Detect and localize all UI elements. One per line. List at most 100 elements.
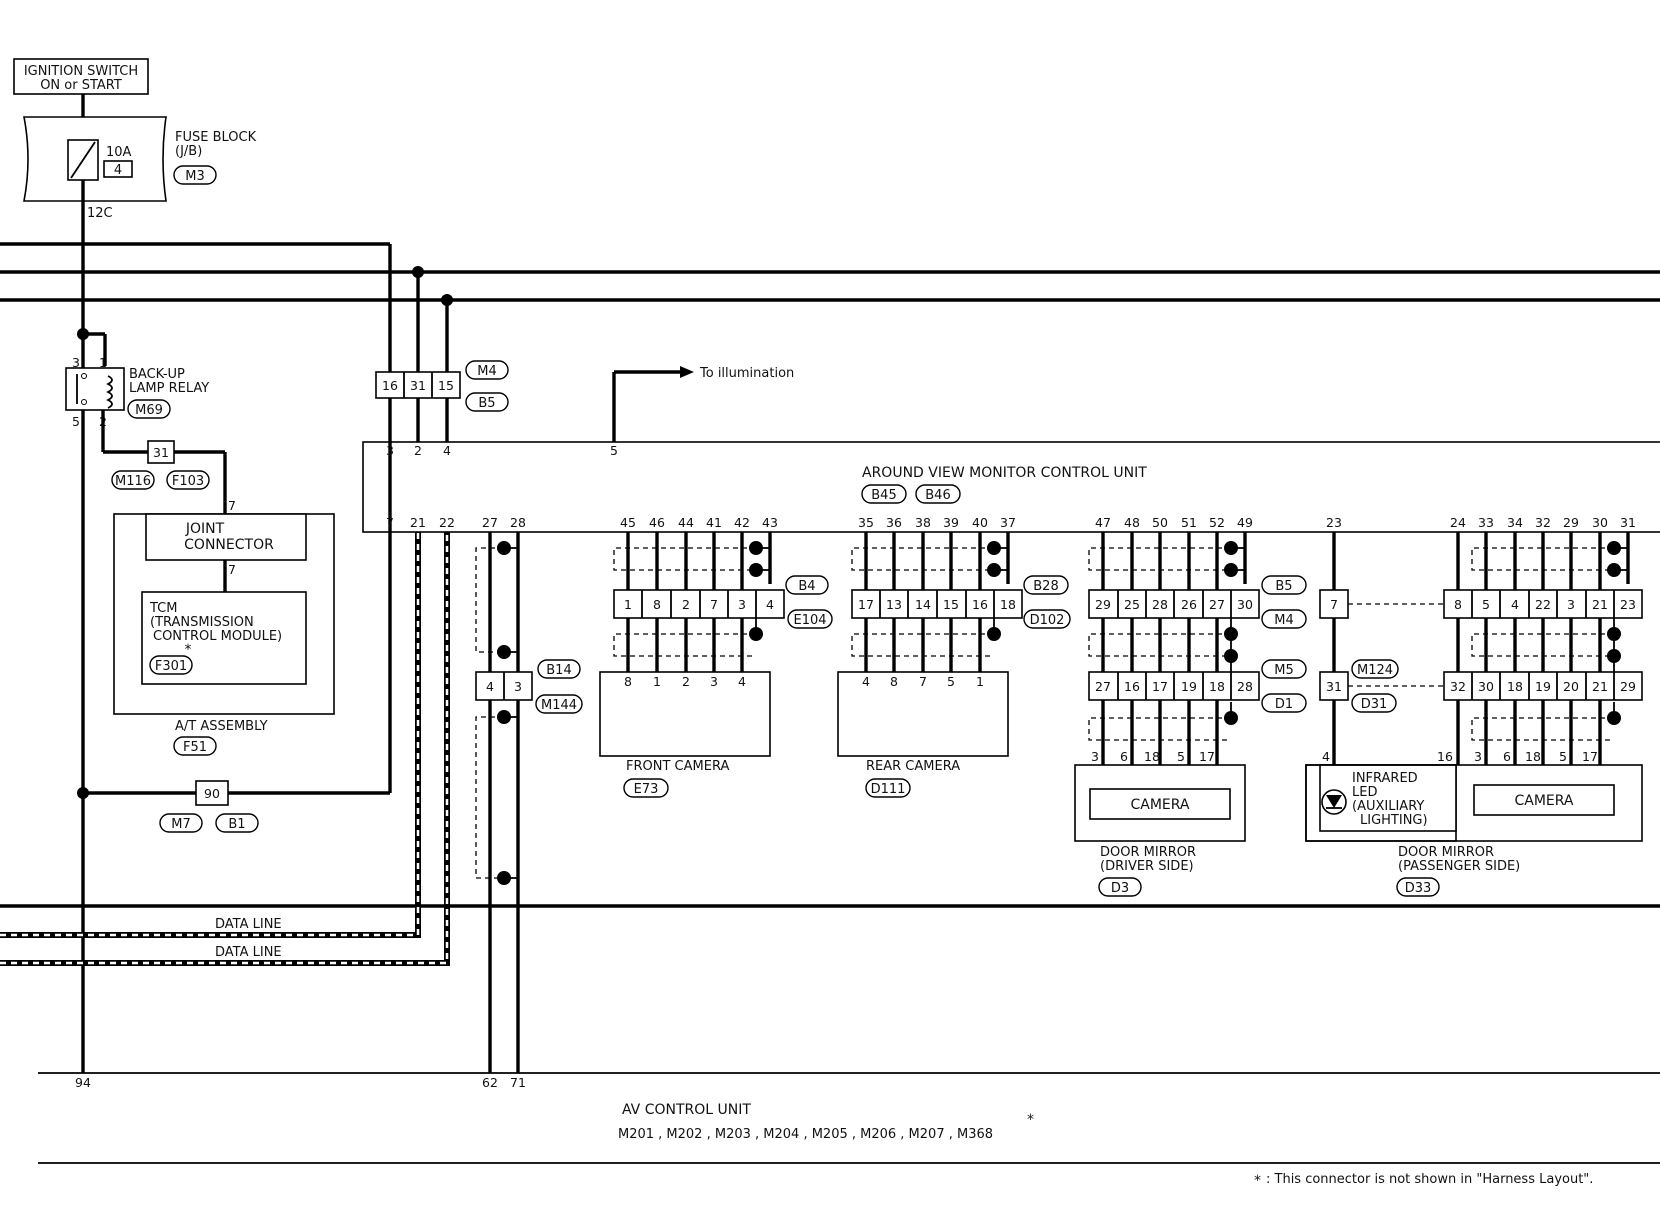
pass-bottom-pin-6: 6: [1503, 749, 1511, 764]
door-mirror-passenger: 24 33 34 32 29 30 31 8 5 4 22 3 21 23 32…: [1305, 515, 1643, 897]
driver-mid1-pin-27: 27: [1209, 597, 1225, 612]
pass-mid2-pin-19: 19: [1535, 679, 1551, 694]
fuse-number: 4: [114, 163, 122, 178]
av-pin-94: 94: [75, 1075, 91, 1090]
pass-mid2-pin-30: 30: [1478, 679, 1494, 694]
ir-mid1-pin-7: 7: [1330, 597, 1338, 612]
connector-f51: F51: [183, 740, 207, 755]
rear-cam-pin-4: 4: [862, 674, 870, 689]
ir-bottom-pin-4: 4: [1322, 749, 1330, 764]
connector-b5-driver: B5: [1275, 579, 1292, 594]
driver-avm-pin-50: 50: [1152, 515, 1168, 530]
tcm-label-3: CONTROL MODULE): [153, 629, 282, 644]
av-video-lines: 4 3 B14 M144: [475, 532, 583, 1073]
driver-mid1-pin-25: 25: [1124, 597, 1140, 612]
rear-mid-pin-13: 13: [886, 597, 902, 612]
front-avm-pin-42: 42: [734, 515, 750, 530]
driver-mid1-pin-28: 28: [1152, 597, 1168, 612]
connector-b45: B45: [871, 488, 896, 503]
front-mid-pin-2: 2: [682, 597, 690, 612]
connector-m4: M4: [477, 364, 497, 379]
harness-m4-b5: 16 31 15 M4 B5: [375, 272, 509, 442]
avm-top-pin-3: 3: [386, 443, 394, 458]
connector-m69: M69: [135, 403, 163, 418]
ir-label-1: INFRARED: [1352, 771, 1418, 786]
door-mirror-driver: 47 48 50 51 52 49 29 25 28 26 27 30 27 1…: [1074, 515, 1307, 897]
rear-avm-pin-39: 39: [943, 515, 959, 530]
connector-m5: M5: [1274, 663, 1294, 678]
pass-bottom-pin-5: 5: [1559, 749, 1567, 764]
b14-pin-4: 4: [486, 679, 494, 694]
rear-avm-pin-40: 40: [972, 515, 988, 530]
pass-avm-pin-32: 32: [1535, 515, 1551, 530]
front-cam-pin-8: 8: [624, 674, 632, 689]
front-avm-pin-41: 41: [706, 515, 722, 530]
pass-mid2-pin-20: 20: [1563, 679, 1579, 694]
connector-e73: E73: [634, 782, 659, 797]
pass-avm-pin-24: 24: [1450, 515, 1466, 530]
joint-label-1: JOINT: [185, 521, 225, 537]
front-mid-pin-3: 3: [738, 597, 746, 612]
data-line-label-1: DATA LINE: [215, 917, 282, 932]
fuse-block-label-1: FUSE BLOCK: [175, 130, 257, 145]
ignition-label-1: IGNITION SWITCH: [24, 64, 138, 79]
ir-avm-pin-23: 23: [1326, 515, 1342, 530]
fuse-rating: 10A: [106, 145, 132, 160]
driver-mid2-pin-17: 17: [1152, 679, 1168, 694]
tcm-asterisk: *: [185, 642, 192, 658]
b1-pin-90: 90: [204, 786, 220, 801]
joint-label-2: CONNECTOR: [184, 537, 274, 553]
door-mirror-pass-label-2: (PASSENGER SIDE): [1398, 859, 1520, 874]
relay-label-2: LAMP RELAY: [129, 381, 209, 396]
ignition-wire: [77, 94, 390, 1073]
connector-d3: D3: [1111, 881, 1129, 896]
ir-label-4: LIGHTING): [1360, 813, 1428, 828]
avm-title: AROUND VIEW MONITOR CONTROL UNIT: [862, 465, 1147, 481]
rear-mid-pin-16: 16: [972, 597, 988, 612]
driver-cam-pin-17: 17: [1199, 749, 1215, 764]
rear-mid-pin-17: 17: [858, 597, 874, 612]
av-asterisk: *: [1027, 1112, 1034, 1128]
rear-mid-pin-18: 18: [1000, 597, 1016, 612]
avm-pin-21: 21: [410, 515, 426, 530]
bus-lines: [0, 242, 1660, 1164]
at-assembly-label: A/T ASSEMBLY: [175, 719, 268, 734]
av-control-unit-label: AV CONTROL UNIT: [622, 1102, 751, 1118]
relay-label-1: BACK-UP: [129, 367, 185, 382]
front-avm-pin-44: 44: [678, 515, 694, 530]
connector-d31: D31: [1361, 697, 1388, 712]
connector-m116: M116: [115, 474, 151, 489]
rear-avm-pin-37: 37: [1000, 515, 1016, 530]
front-mid-pin-8: 8: [653, 597, 661, 612]
rear-cam-pin-8: 8: [890, 674, 898, 689]
footnote: * : This connector is not shown in "Harn…: [1254, 1172, 1593, 1189]
avm-pin-7: 7: [386, 515, 394, 530]
pass-avm-pin-33: 33: [1478, 515, 1494, 530]
harness-pin-31: 31: [410, 378, 426, 393]
rear-camera-label: REAR CAMERA: [866, 759, 960, 774]
pass-mid1-pin-5: 5: [1482, 597, 1490, 612]
rear-avm-pin-35: 35: [858, 515, 874, 530]
ignition-label-2: ON or START: [40, 78, 122, 93]
harness-pin-16: 16: [382, 378, 398, 393]
av-connector-list: M201 , M202 , M203 , M204 , M205 , M206 …: [618, 1127, 993, 1142]
relay-pin-5: 5: [72, 414, 80, 429]
driver-cam-pin-5: 5: [1177, 749, 1185, 764]
rear-avm-pin-36: 36: [886, 515, 902, 530]
connector-b4: B4: [798, 579, 815, 594]
door-mirror-pass-label-1: DOOR MIRROR: [1398, 845, 1494, 860]
pass-bottom-pin-18: 18: [1525, 749, 1541, 764]
pass-bottom-pin-17: 17: [1582, 749, 1598, 764]
connector-m3: M3: [185, 169, 205, 184]
rear-camera-group: 35 36 38 39 40 37 17 13 14 15 16 18 B28 …: [837, 515, 1071, 798]
ir-label-2: LED: [1352, 785, 1377, 800]
connector-f301: F301: [155, 659, 187, 674]
rear-mid-pin-15: 15: [943, 597, 959, 612]
to-illumination: To illumination: [612, 366, 794, 442]
pass-mid1-pin-22: 22: [1535, 597, 1551, 612]
relay-pin-3: 3: [72, 355, 80, 370]
connector-d111: D111: [871, 782, 906, 797]
fuse-out-terminal: 12C: [87, 206, 113, 221]
pass-bottom-pin-3: 3: [1474, 749, 1482, 764]
